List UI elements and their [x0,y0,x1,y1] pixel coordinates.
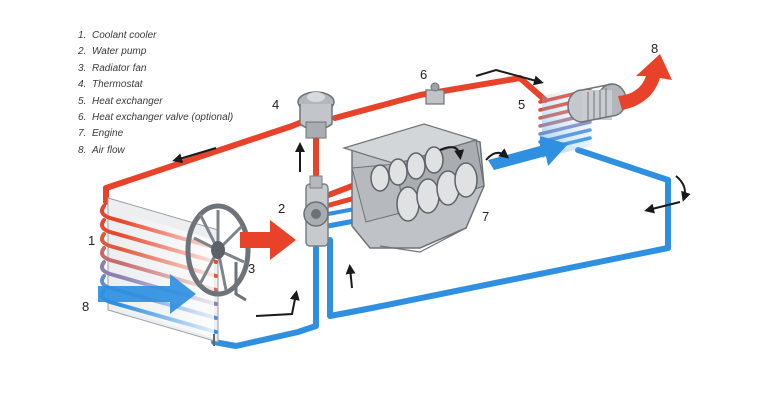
callout-coolant-cooler: 1 [88,233,96,248]
callout-air-flow-in: 8 [82,299,90,314]
heater-air-in-arrow [488,136,568,170]
callout-engine: 7 [482,209,490,224]
callout-heat-exchanger-valve: 6 [420,67,428,82]
flow-direction-arrows [172,68,691,317]
legend-item: 5.Heat exchanger [78,95,163,107]
heat-exchanger [538,83,627,158]
air-flow-in-arrow [98,274,196,314]
legend-item: 6.Heat exchanger valve (optional) [78,112,234,124]
blower [567,83,627,123]
thermostat [297,91,335,139]
air-flow-through-arrow [240,220,296,260]
callout-heat-exchanger: 5 [518,97,526,112]
callout-thermostat: 4 [272,97,280,112]
legend-item: 7.Engine [78,128,124,140]
engine [341,123,485,253]
engine-cylinders [370,146,478,222]
radiator-fan [185,203,251,302]
legend: 1.Coolant cooler 2.Water pump 3.Radiator… [78,28,233,159]
legend-item: 2.Water pump [78,46,147,58]
water-pump [303,175,329,247]
legend-item: 4.Thermostat [78,79,143,91]
legend-item: 3.Radiator fan [78,62,147,74]
legend-item: 1.Coolant cooler [78,30,157,41]
callout-water-pump: 2 [278,201,286,216]
callout-air-flow-out: 8 [651,41,659,56]
legend-item: 8.Air flow [78,144,125,156]
air-flow-out-arrow [618,54,672,110]
coolant-cooler [100,197,219,346]
callout-radiator-fan: 3 [248,261,256,276]
heat-exchanger-valve [425,82,445,105]
